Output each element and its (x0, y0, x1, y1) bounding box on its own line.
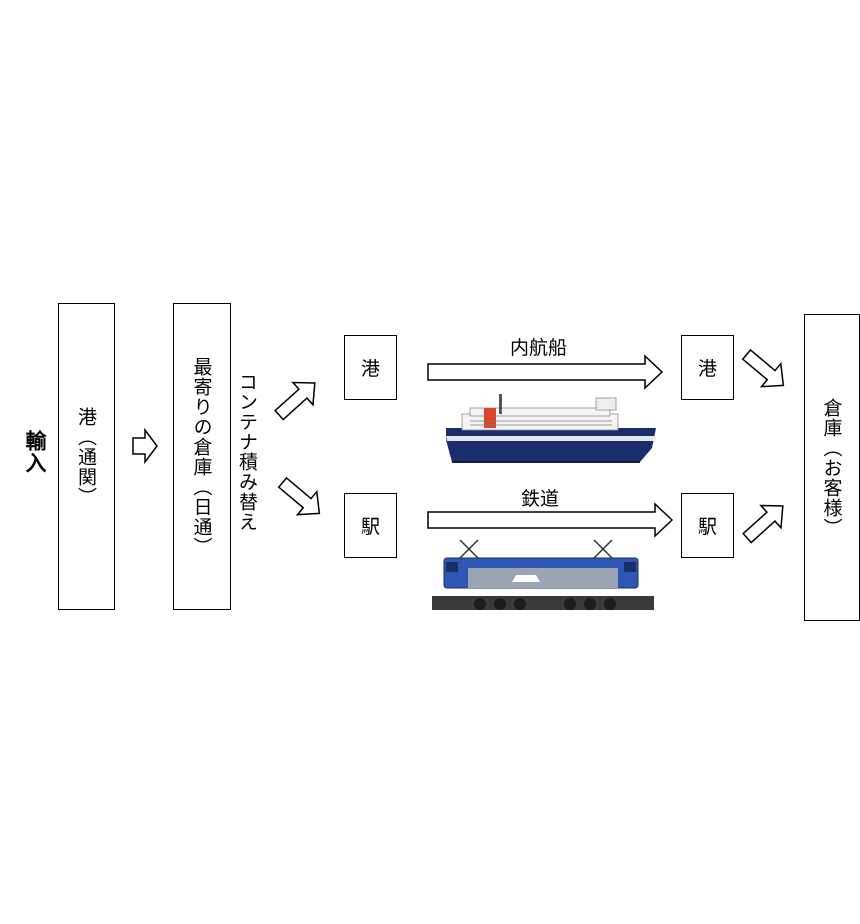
rail-destination-station-label: 駅 (697, 516, 717, 538)
import-title: 輸入 (23, 430, 47, 474)
port-customs-label: 港（通関） (75, 406, 97, 507)
sea-destination-port-label: 港 (697, 358, 717, 380)
arrow-rail-route (427, 502, 674, 538)
rail-mode-label: 鉄道 (521, 488, 560, 510)
rail-origin-station-box: 駅 (344, 493, 397, 558)
arrow-transfer-to-port (274, 381, 316, 421)
locomotive-illustration (432, 539, 654, 610)
arrow-sea-route (427, 354, 664, 390)
customer-warehouse-box: 倉庫（お客様） (804, 314, 860, 621)
sea-destination-port-box: 港 (681, 335, 734, 400)
rail-origin-station-label: 駅 (360, 516, 380, 538)
container-transfer-label: コンテナ積み替え (236, 372, 258, 532)
sea-mode-label: 内航船 (510, 337, 568, 359)
sea-origin-port-label: 港 (360, 358, 380, 380)
customer-warehouse-label: 倉庫（お客様） (820, 397, 843, 538)
port-customs-box: 港（通関） (58, 303, 115, 610)
ship-illustration (446, 394, 656, 463)
rail-destination-station-box: 駅 (681, 493, 734, 558)
arrow-customs-to-warehouse (132, 427, 158, 465)
nearest-warehouse-label: 最寄りの倉庫（日通） (190, 356, 213, 557)
sea-origin-port-box: 港 (344, 335, 397, 400)
arrow-station-to-warehouse (742, 504, 784, 544)
arrow-transfer-to-station (277, 476, 321, 516)
arrow-port-to-warehouse (741, 348, 785, 388)
nearest-warehouse-box: 最寄りの倉庫（日通） (173, 303, 231, 610)
